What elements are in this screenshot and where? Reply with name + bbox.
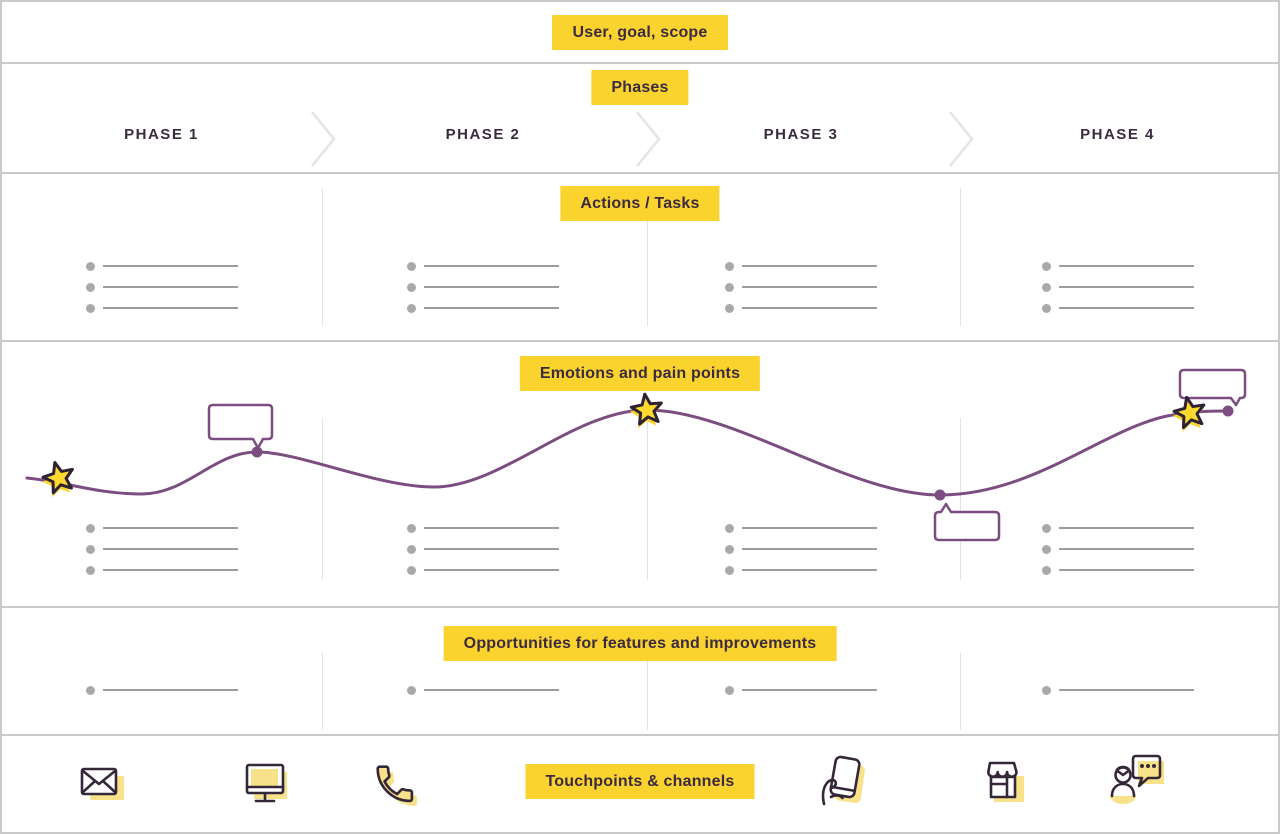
opportunities-label: Opportunities for features and improveme… xyxy=(443,626,837,661)
list-item xyxy=(724,522,877,534)
emotions-label: Emotions and pain points xyxy=(519,356,761,391)
placeholder-list xyxy=(85,522,238,585)
column-divider xyxy=(960,188,961,326)
chevron-right-icon xyxy=(311,111,336,167)
chevron-right-icon xyxy=(949,111,974,167)
list-item xyxy=(406,302,559,314)
list-item xyxy=(724,260,877,272)
list-item xyxy=(1041,543,1194,555)
section-touchpoints: Touchpoints & channels xyxy=(2,736,1278,832)
actions-label: Actions / Tasks xyxy=(560,186,720,221)
star-icon xyxy=(41,461,74,498)
list-item xyxy=(406,543,559,555)
placeholder-list xyxy=(724,522,877,585)
phase-4-label: PHASE 4 xyxy=(1080,126,1155,143)
user-goal-scope-label: User, goal, scope xyxy=(552,14,728,50)
list-item xyxy=(85,684,238,696)
placeholder-list xyxy=(724,260,877,323)
list-item xyxy=(406,281,559,293)
star-icon xyxy=(629,392,663,429)
phase-names: PHASE 1 PHASE 2 PHASE 3 PHASE 4 xyxy=(2,126,1278,143)
emotion-curve-graphic xyxy=(25,368,1247,542)
touchpoints-label: Touchpoints & channels xyxy=(525,764,755,799)
phase-2-label: PHASE 2 xyxy=(445,126,521,143)
list-item xyxy=(85,260,238,272)
list-item xyxy=(1041,281,1194,293)
placeholder-list xyxy=(85,684,238,705)
list-item xyxy=(406,564,559,576)
column-divider xyxy=(322,418,323,580)
placeholder-list xyxy=(406,260,559,323)
opportunities-lists xyxy=(2,684,1278,705)
column-divider xyxy=(647,188,648,326)
list-item xyxy=(85,564,238,576)
curve-point-dot xyxy=(251,446,263,458)
list-item xyxy=(1041,260,1194,272)
list-item xyxy=(85,543,238,555)
chevron-right-icon xyxy=(636,111,661,167)
placeholder-list xyxy=(406,522,559,585)
placeholder-list xyxy=(406,684,559,705)
list-item xyxy=(724,564,877,576)
list-item xyxy=(1041,564,1194,576)
section-phases: Phases PHASE 1 PHASE 2 PHASE 3 PHASE 4 xyxy=(2,64,1278,174)
speech-bubble-icon xyxy=(207,403,274,450)
column-divider xyxy=(647,418,648,580)
list-item xyxy=(724,543,877,555)
list-item xyxy=(85,302,238,314)
placeholder-list xyxy=(1041,522,1194,585)
column-divider xyxy=(322,653,323,730)
desktop-computer-icon xyxy=(245,763,287,803)
placeholder-list xyxy=(1041,260,1194,323)
list-item xyxy=(406,684,559,696)
section-actions: Actions / Tasks xyxy=(2,174,1278,342)
list-item xyxy=(724,281,877,293)
placeholder-list xyxy=(1041,684,1194,705)
list-item xyxy=(406,522,559,534)
phase-3-label: PHASE 3 xyxy=(763,126,839,143)
emotions-lists xyxy=(2,522,1278,585)
list-item xyxy=(724,302,877,314)
placeholder-list xyxy=(724,684,877,705)
curve-point-dot xyxy=(1222,405,1234,417)
list-item xyxy=(724,684,877,696)
placeholder-list xyxy=(85,260,238,323)
curve-point-dot xyxy=(934,489,946,501)
section-user-goal-scope: User, goal, scope xyxy=(2,2,1278,64)
list-item xyxy=(406,260,559,272)
speech-bubble-icon xyxy=(1178,368,1247,407)
list-item xyxy=(1041,684,1194,696)
star-icon xyxy=(1172,395,1206,432)
list-item xyxy=(85,522,238,534)
phase-1-label: PHASE 1 xyxy=(124,126,199,143)
list-item xyxy=(1041,522,1194,534)
column-divider xyxy=(322,188,323,326)
email-icon xyxy=(80,767,124,800)
column-divider xyxy=(647,653,648,730)
phone-icon xyxy=(376,765,417,806)
column-divider xyxy=(960,418,961,580)
section-opportunities: Opportunities for features and improveme… xyxy=(2,608,1278,736)
speech-bubble-icon xyxy=(933,502,1001,542)
actions-lists xyxy=(2,260,1278,323)
person-chat-icon xyxy=(1110,754,1164,804)
emotion-curve xyxy=(25,408,1230,497)
column-divider xyxy=(960,653,961,730)
section-emotions: Emotions and pain points xyxy=(2,342,1278,608)
mobile-in-hand-icon xyxy=(821,755,865,806)
list-item xyxy=(1041,302,1194,314)
phases-label: Phases xyxy=(591,70,689,105)
store-icon xyxy=(987,761,1024,802)
list-item xyxy=(85,281,238,293)
